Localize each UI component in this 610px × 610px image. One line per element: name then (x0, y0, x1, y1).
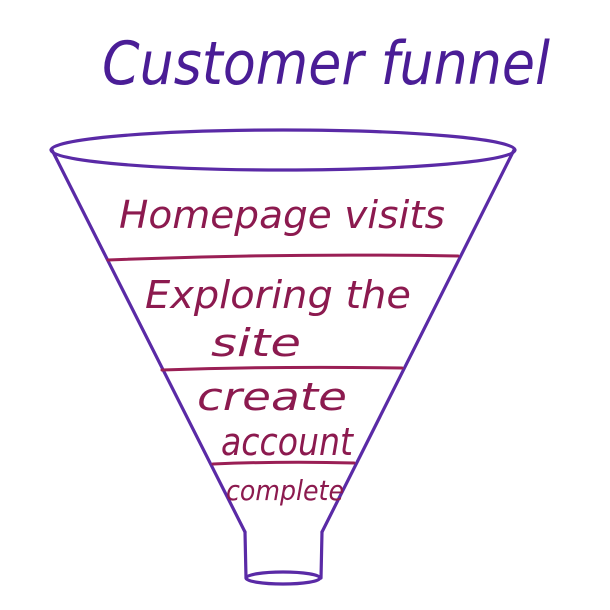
stage-divider (160, 365, 404, 372)
funnel-left-wall (50, 148, 247, 534)
stage-dividers (106, 253, 460, 466)
stage-divider (211, 460, 356, 466)
stage-label-complete: complete (226, 474, 344, 507)
stage-label-homepage-visits: Homepage visits (119, 193, 445, 237)
funnel-right-wall (320, 148, 516, 534)
funnel-spout-left (243, 530, 248, 580)
stage-label-exploring-line-2: site (211, 321, 301, 365)
funnel-outline (49, 128, 517, 586)
funnel-spout-bottom (244, 570, 322, 586)
stage-divider (106, 253, 460, 262)
stage-label-exploring-line-1: Exploring the (145, 273, 411, 317)
funnel-rim (49, 128, 517, 172)
funnel-stages: Homepage visits Exploring the site creat… (119, 193, 445, 507)
funnel-spout-right (319, 530, 324, 580)
stage-label-create-line-1: create (197, 375, 347, 419)
diagram-title: Customer funnel (102, 29, 550, 99)
stage-label-create-line-2: account (221, 420, 355, 464)
